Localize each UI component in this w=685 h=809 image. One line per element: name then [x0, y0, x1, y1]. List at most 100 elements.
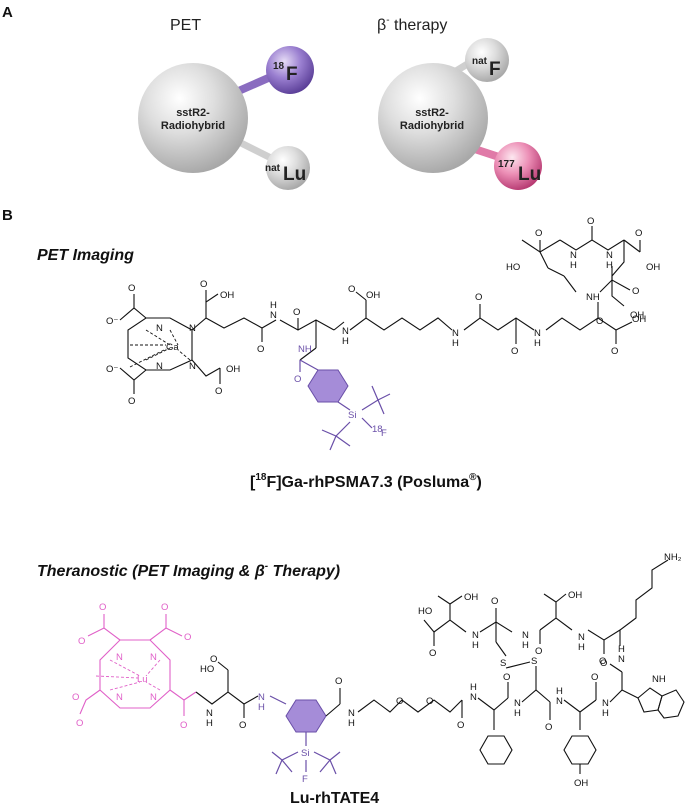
sifa-benzene-2 — [285, 699, 327, 733]
o-atom-12: O — [611, 346, 618, 357]
panel-a-label: A — [2, 4, 13, 21]
lu-o-1: O — [99, 602, 106, 613]
oh-atom-2: OH — [220, 290, 234, 301]
lu-n-3: N — [116, 692, 123, 703]
tyr-ring — [563, 735, 597, 765]
right-lu177-symbol: Lu — [518, 164, 541, 185]
o-atom-11: O — [511, 346, 518, 357]
ga-chain-2 — [205, 317, 263, 329]
trp-co — [609, 663, 623, 673]
urea-core — [559, 239, 625, 251]
panel-b-label: B — [2, 207, 13, 224]
o-atom-16: O — [635, 228, 642, 239]
tyr-backbone — [563, 699, 597, 713]
amide-3 — [325, 703, 341, 717]
o-atom-b6: O — [600, 658, 607, 669]
lu-n-1: N — [116, 652, 123, 663]
n-atom-b2: N — [470, 692, 477, 703]
lu-arm-1 — [87, 627, 121, 641]
o-atom-b7: O — [599, 656, 606, 667]
asp-o-2: O — [239, 720, 246, 731]
rhtate4-structure: Lu N N N N O O O O O O O N H O HO O N H — [72, 552, 685, 789]
lys-backbone-2 — [587, 629, 621, 641]
panel-a: A PET β- therapy sstR2- Radiohybrid 18 F… — [2, 4, 542, 190]
peg-linker — [357, 699, 463, 713]
lu-coord-4 — [145, 681, 161, 691]
left-natlu-mass: nat — [265, 163, 281, 174]
n-atom-3: N — [156, 361, 163, 372]
h-atom-3: H — [452, 338, 459, 349]
si-atom-2: Si — [301, 748, 309, 759]
lys-side-2 — [619, 559, 669, 646]
amide-bond-2 — [333, 321, 345, 331]
peg-o-2: O — [426, 696, 433, 707]
thr1-oh: OH — [464, 592, 478, 603]
dap-side-2 — [299, 347, 317, 361]
ga-coord-3 — [145, 347, 171, 361]
n-atom-b1: N — [348, 708, 355, 719]
amide-bond-1 — [261, 319, 277, 329]
lu-arm-4 — [169, 689, 185, 716]
pet-header: PET — [170, 17, 201, 34]
glu1-side-2 — [547, 267, 565, 277]
n-atom-1: N — [156, 323, 163, 334]
left-natlu-symbol: Lu — [283, 164, 306, 185]
thr1-ho: HO — [418, 606, 432, 617]
trp-benzene — [657, 689, 685, 719]
glu-lys-chain — [349, 317, 453, 331]
lu-o-2: O — [78, 636, 85, 647]
asp-amide — [243, 695, 259, 705]
cys-backbone-1 — [521, 689, 551, 703]
pet-imaging-heading: PET Imaging — [37, 247, 134, 264]
glu2-side — [611, 240, 625, 307]
o-atom-17: O — [596, 316, 603, 327]
h-atom-b7: H — [578, 642, 585, 653]
o-atom-b10: O — [429, 648, 436, 659]
oh-atom-3: OH — [366, 290, 380, 301]
asp-backbone — [195, 691, 245, 705]
amb-h-atom: H — [258, 702, 265, 713]
tbu-1 — [361, 385, 391, 415]
trp-nh: NH — [652, 674, 666, 685]
o-atom-b5: O — [591, 672, 598, 683]
right-natf-mass: nat — [472, 56, 488, 67]
lu-linker — [183, 691, 197, 701]
left-natlu-sphere — [266, 146, 310, 190]
o-atom-5: O — [215, 386, 222, 397]
nh2-atom: NH₂ — [664, 552, 682, 563]
left-f18-symbol: F — [286, 64, 298, 85]
arm-2 — [119, 367, 147, 381]
tyr-oh: OH — [574, 778, 588, 789]
lu-coord-5 — [95, 675, 139, 679]
lu-coord-3 — [109, 681, 141, 691]
n-atom-b8: N — [522, 630, 529, 641]
succinyl-linker — [463, 317, 535, 331]
sifa-si-bond — [337, 401, 351, 411]
h-atom-5: H — [570, 260, 577, 271]
lu-o-4: O — [184, 632, 191, 643]
left-sphere-line1: sstR2- — [176, 107, 210, 119]
lu-atom: Lu — [137, 674, 148, 685]
ga-coord-1 — [169, 329, 179, 346]
n-atom-4: N — [189, 361, 196, 372]
o-atom-b8: O — [535, 646, 542, 657]
n-atom-b3: N — [514, 698, 521, 709]
phe-ring — [479, 735, 513, 765]
o-atom-2: O⁻ — [106, 316, 118, 327]
lu-arm-2 — [149, 627, 183, 641]
lu-o-5: O — [72, 692, 79, 703]
thr1-ho-bond — [423, 619, 435, 633]
o-atom-7: O — [257, 344, 264, 355]
ga-atom: Ga — [166, 342, 179, 353]
si-f-bond — [361, 417, 373, 429]
oh-atom-5: OH — [646, 262, 660, 273]
lu-o-6: O — [76, 718, 83, 729]
right-sphere-line2: Radiohybrid — [400, 120, 464, 132]
macrocycle-ring — [127, 317, 193, 371]
h-atom-b5: H — [602, 708, 609, 719]
o-atom-b2: O — [457, 720, 464, 731]
n-atom-b9: N — [472, 630, 479, 641]
beta-therapy-header: β- therapy — [377, 15, 447, 34]
n-atom-2: N — [189, 323, 196, 334]
